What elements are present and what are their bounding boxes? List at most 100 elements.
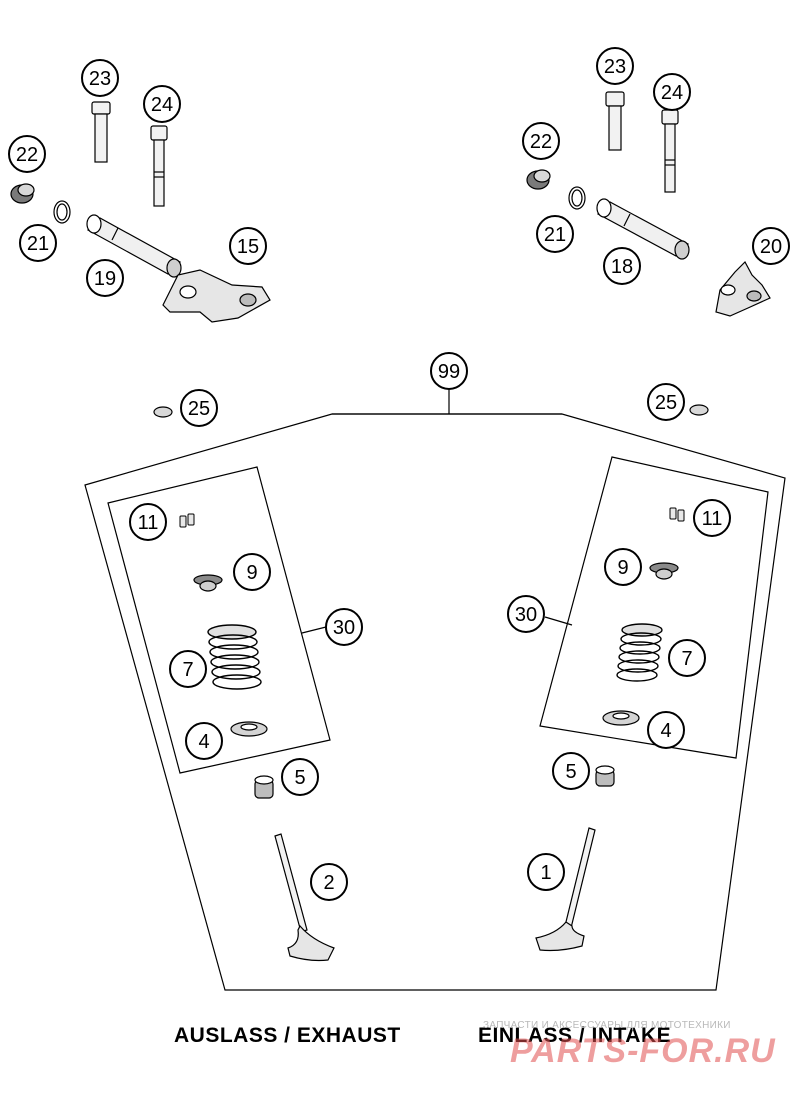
intake-caption: EINLASS / INTAKE [478,1024,672,1047]
callout-circle [647,711,685,749]
callout-label: 18 [611,256,633,278]
callout-c7a: 7 [169,650,207,688]
kit-outline-30-intake [539,456,769,759]
callout-c25b: 25 [647,383,685,421]
callout-label: 25 [655,392,677,414]
kit-outline-99 [84,413,786,991]
callout-label: 9 [617,557,628,579]
callout-c23b: 23 [596,47,634,85]
kit-outline-30-exhaust [107,466,331,774]
callout-label: 25 [188,398,210,420]
callout-c21b: 21 [536,215,574,253]
o-ring-21-right [568,186,586,210]
rocker-shaft-18 [596,198,690,260]
callout-circle [653,73,691,111]
callout-label: 11 [138,512,159,534]
exhaust-valve-2 [274,833,335,962]
callout-label: 2 [323,872,334,894]
callout-label: 20 [760,236,782,258]
callout-label: 22 [530,131,552,153]
watermark-tagline: ЗАПЧАСТИ И АКСЕССУАРЫ ДЛЯ МОТОТЕХНИКИ [483,1020,731,1031]
plug-22-left [10,183,35,204]
callout-circle [19,224,57,262]
callout-circle [169,650,207,688]
callout-label: 4 [660,720,671,742]
rocker-arm-20 [715,261,771,317]
callout-label: 15 [237,236,259,258]
callout-c24a: 24 [143,85,181,123]
callout-c25a: 25 [180,389,218,427]
callout-circle [604,548,642,586]
callout-circle [752,227,790,265]
callout-circle [86,259,124,297]
callout-circle [522,122,560,160]
callout-c15: 15 [229,227,267,265]
bolt-23-right [605,91,625,151]
callout-circle [81,59,119,97]
callout-label: 11 [702,508,723,530]
callout-c4b: 4 [647,711,685,749]
callout-label: 7 [681,648,692,670]
valve-stem-seal-5-exhaust [254,775,274,799]
callout-c11a: 11 [129,503,167,541]
callout-label: 5 [294,767,305,789]
callout-c4a: 4 [185,722,223,760]
valve-stem-seal-5-intake [595,765,615,787]
callout-circle [647,383,685,421]
callout-c2: 2 [310,863,348,901]
callout-c18: 18 [603,247,641,285]
callout-circle [180,389,218,427]
callout-circle [229,227,267,265]
callout-c30a: 30 [325,608,363,646]
rocker-shaft-19 [86,214,182,278]
callout-c9a: 9 [233,553,271,591]
callout-c22b: 22 [522,122,560,160]
callout-label: 99 [438,361,460,383]
callout-circle [507,595,545,633]
callout-c7b: 7 [668,639,706,677]
callout-circle [233,553,271,591]
callout-c30b: 30 [507,595,545,633]
callout-circle [129,503,167,541]
callout-label: 30 [515,604,537,626]
callout-circle [430,352,468,390]
bolt-24-right [661,109,679,193]
callout-circle [552,752,590,790]
intake-valve-1 [535,827,596,952]
callout-c22a: 22 [8,135,46,173]
callout-circle [668,639,706,677]
callout-circle [310,863,348,901]
callout-c21a: 21 [19,224,57,262]
spring-seat-4-exhaust [230,721,268,737]
callout-label: 22 [16,144,38,166]
callout-label: 7 [182,659,193,681]
callout-c99: 99 [430,352,468,390]
o-ring-21-left [53,200,71,224]
callout-c20: 20 [752,227,790,265]
bolt-24-left [150,125,168,207]
exhaust-caption: AUSLASS / EXHAUST [174,1024,401,1047]
callout-circle [693,499,731,537]
valve-keepers-11-intake [669,507,685,522]
callout-circle [143,85,181,123]
callout-circle [8,135,46,173]
callout-c24b: 24 [653,73,691,111]
callout-circle [325,608,363,646]
spring-retainer-9-intake [649,562,679,580]
callout-c5a: 5 [281,758,319,796]
callout-circle [596,47,634,85]
callout-label: 21 [544,224,566,246]
valve-keepers-11-exhaust [179,513,195,528]
plug-22-right [526,169,551,190]
valve-spring-7-intake [616,623,663,682]
callout-label: 30 [333,617,355,639]
callout-label: 21 [27,233,49,255]
rocker-arm-15 [162,269,271,323]
shim-25-left [153,406,173,418]
callout-c1: 1 [527,853,565,891]
spring-retainer-9-exhaust [193,574,223,592]
callout-label: 4 [198,731,209,753]
callout-circle [536,215,574,253]
shim-25-right [689,404,709,416]
